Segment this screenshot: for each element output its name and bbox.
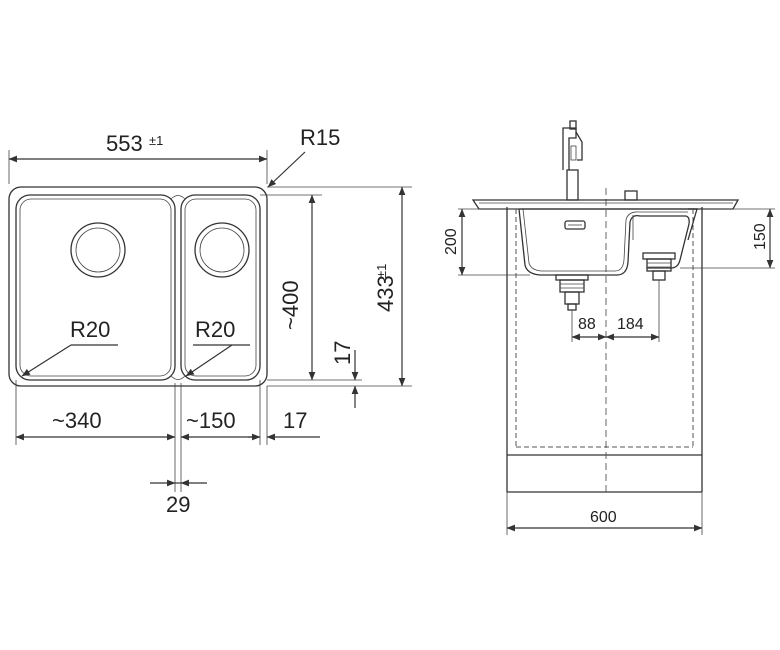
dim-88-label: 88 bbox=[578, 316, 596, 333]
left-drain-icon bbox=[70, 222, 126, 278]
sink-outer-rim bbox=[8, 186, 268, 387]
r15-label: R15 bbox=[300, 125, 340, 150]
right-bowl-inner bbox=[184, 198, 257, 377]
right-drain-icon bbox=[194, 222, 250, 278]
r15-leader bbox=[267, 151, 306, 188]
top-view: 553 ±1 R15 ~400 433 ±1 17 R20 R20 bbox=[8, 125, 412, 517]
dim-433-tolerance: ±1 bbox=[374, 264, 389, 278]
dim-17-horizontal-label: 17 bbox=[283, 408, 307, 433]
side-view: 200 150 88 184 600 bbox=[443, 120, 775, 535]
dim-340-label: ~340 bbox=[52, 408, 102, 433]
r20-left-leader bbox=[21, 344, 72, 377]
left-bowl-inner bbox=[19, 198, 172, 377]
overflow-icon bbox=[564, 220, 586, 230]
dim-17-vertical-label: 17 bbox=[330, 341, 355, 365]
right-bowl-outline bbox=[180, 194, 261, 381]
dim-600-label: 600 bbox=[590, 509, 617, 526]
dim-184-label: 184 bbox=[617, 316, 644, 333]
dim-29-label: 29 bbox=[166, 492, 190, 517]
dim-553-label: 553 bbox=[106, 131, 143, 156]
r20-right-label: R20 bbox=[195, 317, 235, 342]
dim-150-label: ~150 bbox=[186, 408, 236, 433]
left-bowl-outline bbox=[15, 194, 176, 381]
worktop bbox=[471, 199, 740, 210]
r20-right-leader bbox=[185, 344, 233, 377]
tap-icon bbox=[562, 120, 583, 201]
dim-553-tolerance: ±1 bbox=[149, 133, 163, 148]
dim-433-label: 433 bbox=[373, 275, 398, 312]
sink-body-profile bbox=[518, 208, 690, 276]
left-drain-assembly-icon bbox=[555, 274, 589, 311]
dim-400-label: ~400 bbox=[278, 280, 303, 330]
left-drain-inner bbox=[75, 227, 121, 273]
soap-dispenser-icon bbox=[624, 190, 638, 201]
dim-150-side-label: 150 bbox=[752, 223, 769, 250]
r20-left-label: R20 bbox=[70, 317, 110, 342]
divider-bottom-arc bbox=[170, 375, 186, 380]
divider-top-arc bbox=[170, 195, 186, 200]
right-drain-assembly-icon bbox=[642, 252, 676, 281]
dim-200-label: 200 bbox=[443, 228, 460, 255]
right-drain-inner bbox=[199, 227, 245, 273]
